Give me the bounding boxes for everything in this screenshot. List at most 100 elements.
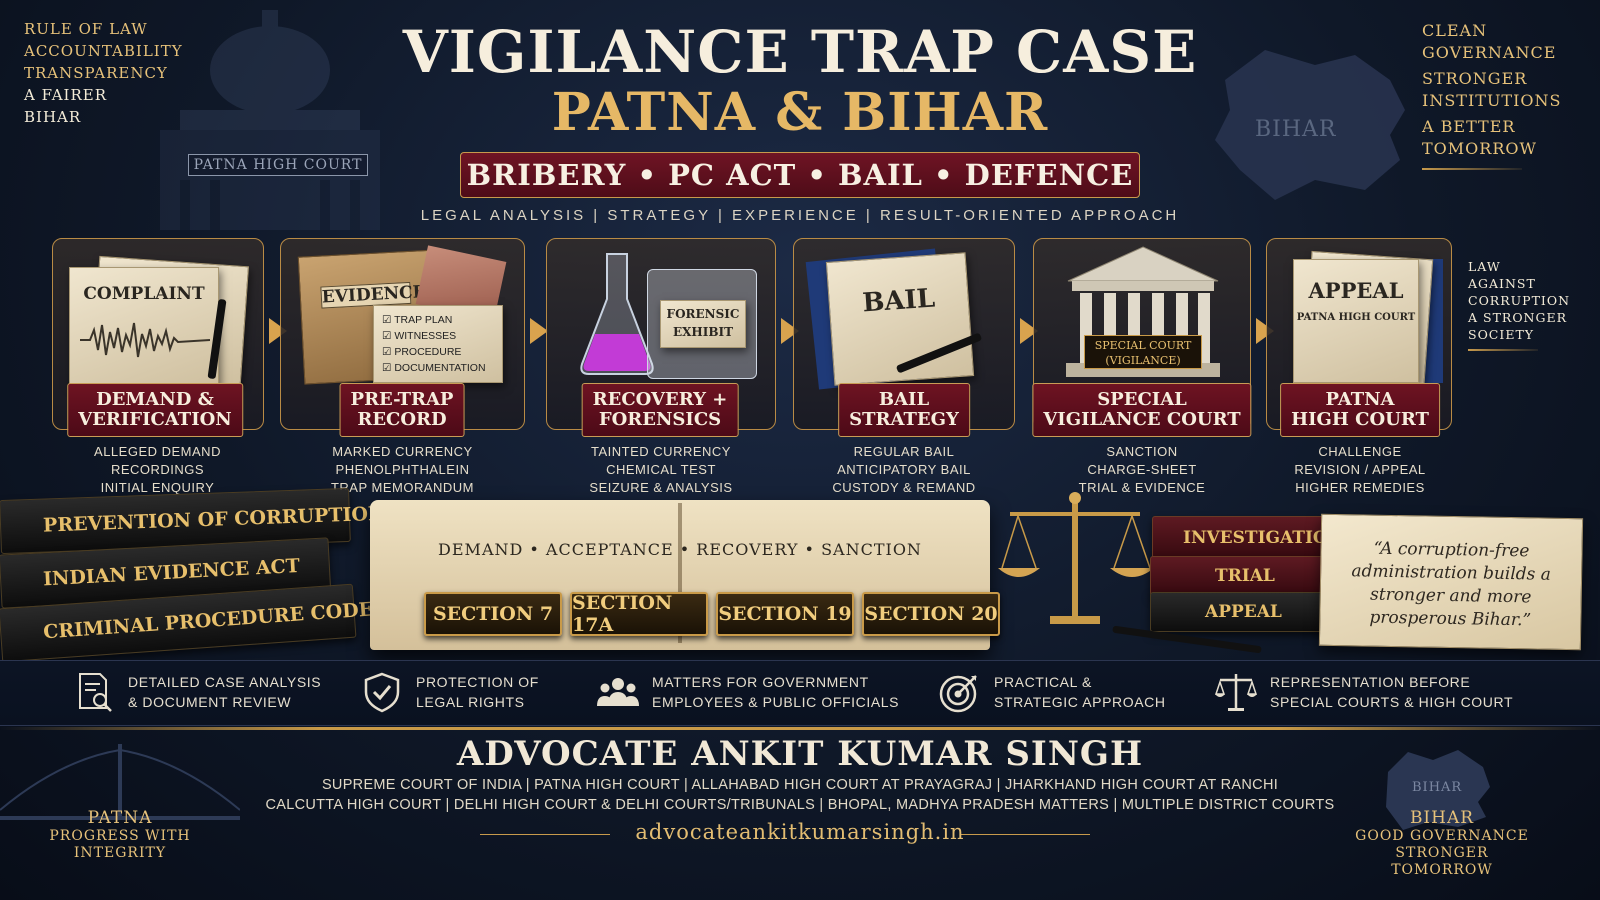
forensic-tag-text: FORENSIC <box>666 307 740 321</box>
service-text: MATTERS FOR GOVERNMENT <box>652 674 869 690</box>
flask-icon <box>580 253 654 375</box>
service-strategic-approach: PRACTICAL & STRATEGIC APPROACH <box>938 670 1166 714</box>
value-item: LAW <box>1468 259 1501 274</box>
service-representation: REPRESENTATION BEFORE SPECIAL COURTS & H… <box>1214 670 1513 714</box>
service-text: LEGAL RIGHTS <box>416 694 525 710</box>
section-plaque: SECTION 7 <box>424 592 562 636</box>
book-heading: DEMAND • ACCEPTANCE • RECOVERY • SANCTIO… <box>438 540 922 559</box>
step-label-line: HIGH COURT <box>1291 409 1429 430</box>
divider <box>1468 349 1538 351</box>
desc-item: TRAP MEMORANDUM <box>330 480 475 495</box>
desc-item: SEIZURE & ANALYSIS <box>589 480 733 495</box>
subjects-banner: BRIBERY • PC ACT • BAIL • DEFENCE <box>460 152 1140 198</box>
forensic-tag-text: EXHIBIT <box>672 325 734 339</box>
checklist-text: WITNESSES <box>394 330 457 342</box>
service-text: STRATEGIC APPROACH <box>994 694 1166 710</box>
step-label-line: SPECIAL <box>1097 389 1187 410</box>
desc-item: TRIAL & EVIDENCE <box>1078 480 1206 495</box>
courts-list-line1: SUPREME COURT OF INDIA | PATNA HIGH COUR… <box>321 777 1279 793</box>
desc-item: ANTICIPATORY BAIL <box>837 462 971 477</box>
value-item: ACCOUNTABILITY <box>24 42 183 60</box>
service-text: EMPLOYEES & PUBLIC OFFICIALS <box>652 694 900 710</box>
step-label-line: PATNA <box>1325 389 1395 410</box>
step-label-line: VERIFICATION <box>78 409 232 430</box>
service-text: PROTECTION OF <box>416 674 539 690</box>
checklist-item: ☑ WITNESSES <box>382 330 457 342</box>
top-right-values: CLEAN GOVERNANCE STRONGER INSTITUTIONS A… <box>1422 20 1562 170</box>
audio-waveform-icon <box>80 322 210 358</box>
step-desc-demand: ALLEGED DEMAND RECORDINGS INITIAL ENQUIR… <box>55 443 260 497</box>
document-search-icon <box>79 673 112 712</box>
appeal-document: APPEAL PATNA HIGH COURT <box>1293 259 1419 383</box>
value-item: TRANSPARENCY <box>24 64 168 82</box>
book-appeal: APPEAL <box>1150 592 1340 632</box>
step-desc-high-court: CHALLENGE REVISION / APPEAL HIGHER REMED… <box>1270 443 1450 497</box>
divider <box>960 834 1090 835</box>
value-item: A BETTER <box>1422 117 1516 136</box>
scales-icon <box>1214 674 1258 711</box>
shield-check-icon <box>364 672 400 713</box>
desc-item: SANCTION <box>1106 444 1178 459</box>
complaint-title: COMPLAINT <box>83 284 205 304</box>
checklist-card: ☑ TRAP PLAN ☑ WITNESSES ☑ PROCEDURE ☑ DO… <box>373 305 503 383</box>
footer-left-tagline: PATNA PROGRESS WITH INTEGRITY <box>20 808 220 862</box>
value-item: A STRONGER <box>1468 310 1568 325</box>
value-item: BIHAR <box>24 108 82 126</box>
value-item: CORRUPTION <box>1468 293 1571 308</box>
bridge-silhouette-icon <box>0 744 240 820</box>
desc-item: CHALLENGE <box>1318 444 1402 459</box>
appeal-doc-title: APPEAL <box>1308 278 1404 303</box>
section-plaque: SECTION 19 <box>716 592 854 636</box>
plaque-text: SPECIAL COURT <box>1094 339 1192 352</box>
bihar-map-label: BIHAR <box>1255 117 1337 142</box>
desc-item: RECORDINGS <box>110 462 205 477</box>
value-item: CLEAN <box>1422 21 1488 40</box>
appeal-doc-subtitle: PATNA HIGH COURT <box>1296 312 1416 323</box>
value-item: TOMORROW <box>1422 139 1537 158</box>
desc-item: MARKED CURRENCY <box>332 444 473 459</box>
court-building-silhouette <box>160 10 380 230</box>
footer-left-title: PATNA <box>87 808 153 828</box>
book-trial: TRIAL <box>1150 556 1340 596</box>
service-text: & DOCUMENT REVIEW <box>128 694 292 710</box>
footer-right-sub: GOOD GOVERNANCE <box>1355 828 1529 844</box>
right-side-values: LAW AGAINST CORRUPTION A STRONGER SOCIET… <box>1468 258 1570 351</box>
step-label-line: PRE-TRAP <box>350 389 454 410</box>
footer-left-sub: PROGRESS WITH <box>49 828 191 844</box>
service-case-analysis: DETAILED CASE ANALYSIS & DOCUMENT REVIEW <box>72 670 321 714</box>
page-title: VIGILANCE TRAP CASE <box>402 18 1198 86</box>
desc-item: ALLEGED DEMAND <box>94 444 221 459</box>
special-court-plaque: SPECIAL COURT (VIGILANCE) <box>1084 335 1202 369</box>
step-label-pretrap: PRE-TRAP RECORD <box>339 383 465 437</box>
service-text: PRACTICAL & <box>994 674 1092 690</box>
checklist-text: DOCUMENTATION <box>394 362 486 374</box>
advocate-name: ADVOCATE ANKIT KUMAR SINGH <box>456 734 1144 774</box>
court-sign: PATNA HIGH COURT <box>188 154 368 176</box>
book-investigation: INVESTIGATION <box>1152 516 1343 560</box>
divider <box>1422 168 1522 170</box>
step-desc-special-court: SANCTION CHARGE-SHEET TRIAL & EVIDENCE <box>1042 443 1242 497</box>
desc-item: CHARGE-SHEET <box>1087 462 1197 477</box>
plaque-text: (VIGILANCE) <box>1105 354 1181 367</box>
footer-right-tagline: BIHAR GOOD GOVERNANCE STRONGER TOMORROW <box>1342 808 1542 879</box>
value-item: GOVERNANCE <box>1422 43 1557 62</box>
website-link[interactable]: advocateankitkumarsingh.in <box>635 820 965 844</box>
checklist-text: PROCEDURE <box>394 346 462 358</box>
section-plaque: SECTION 20 <box>862 592 1000 636</box>
forensic-bag: FORENSIC EXHIBIT <box>647 269 757 379</box>
step-desc-recovery: TAINTED CURRENCY CHEMICAL TEST SEIZURE &… <box>556 443 766 497</box>
checklist-text: TRAP PLAN <box>394 314 453 326</box>
desc-item: REVISION / APPEAL <box>1294 462 1426 477</box>
forensic-tag: FORENSIC EXHIBIT <box>660 300 746 348</box>
step-label-line: RECOVERY + <box>592 389 728 410</box>
step-label-line: STRATEGY <box>849 409 959 430</box>
value-item: RULE OF LAW <box>24 20 148 38</box>
courts-list-line2: CALCUTTA HIGH COURT | DELHI HIGH COURT &… <box>265 797 1335 813</box>
value-item: STRONGER <box>1422 69 1528 88</box>
service-government-employees: MATTERS FOR GOVERNMENT EMPLOYEES & PUBLI… <box>596 670 899 714</box>
desc-item: INITIAL ENQUIRY <box>100 480 215 495</box>
people-group-icon <box>597 678 639 706</box>
desc-item: CHEMICAL TEST <box>606 462 716 477</box>
value-item: SOCIETY <box>1468 327 1535 342</box>
footer-right-title: BIHAR <box>1409 808 1475 828</box>
